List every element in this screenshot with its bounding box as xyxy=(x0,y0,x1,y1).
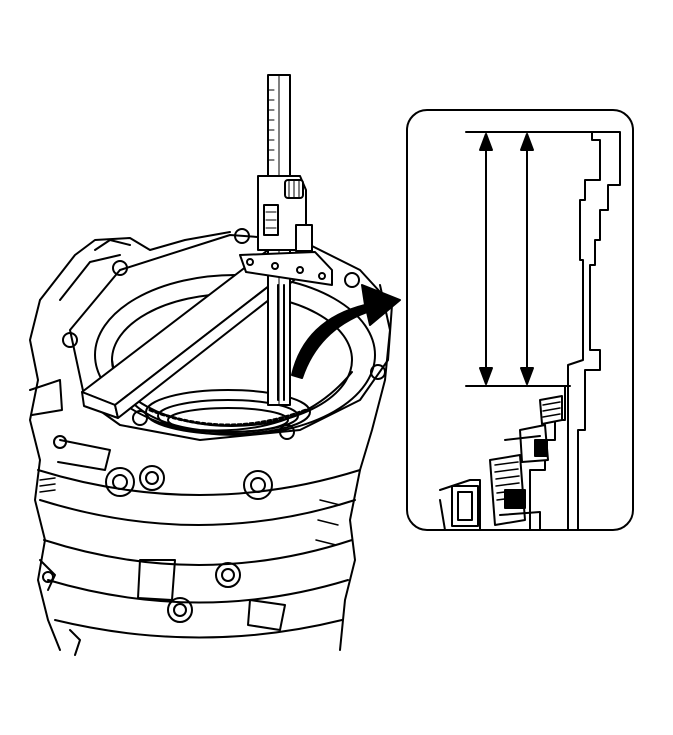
pointer-arrow xyxy=(291,284,401,379)
depth-gauge xyxy=(239,74,333,406)
transmission-case xyxy=(29,228,393,656)
detail-callout xyxy=(406,109,634,531)
bearing-ring xyxy=(145,389,311,435)
straight-edge-bar xyxy=(81,249,303,419)
measurement-arrows xyxy=(479,133,534,385)
